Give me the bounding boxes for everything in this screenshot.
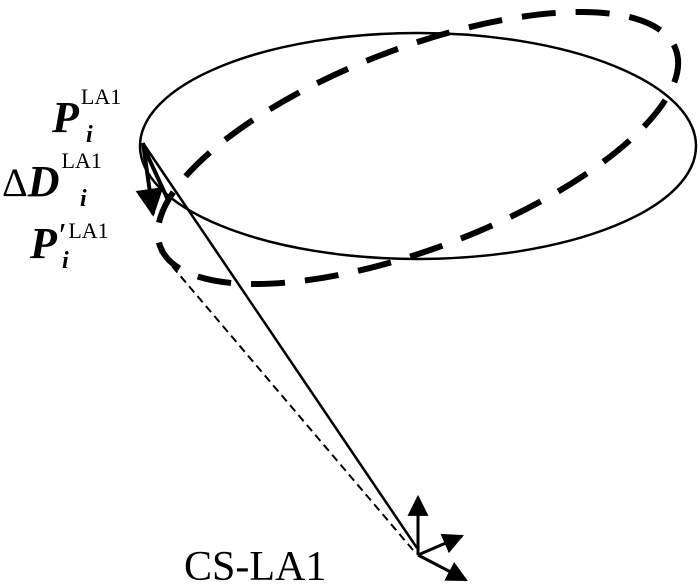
- point-p-prime-subscript: i: [62, 248, 69, 274]
- coordinate-system-label: CS-LA1: [184, 544, 326, 586]
- deviation-label: ΔDLA1: [2, 148, 102, 206]
- position-vector-solid: [141, 142, 419, 549]
- point-p-label: PLA1: [51, 84, 121, 142]
- deviation-subscript: i: [80, 186, 87, 212]
- deviation-arrow: [135, 142, 164, 217]
- coordinate-frame-axes: [407, 494, 468, 582]
- deviated-circle: [154, 8, 682, 288]
- deviation-tick: [143, 149, 170, 201]
- position-vector-dashed: [159, 251, 414, 551]
- nominal-circle: [138, 31, 698, 261]
- point-p-subscript: i: [86, 122, 93, 148]
- point-p-prime-label: P′LA1: [29, 217, 109, 268]
